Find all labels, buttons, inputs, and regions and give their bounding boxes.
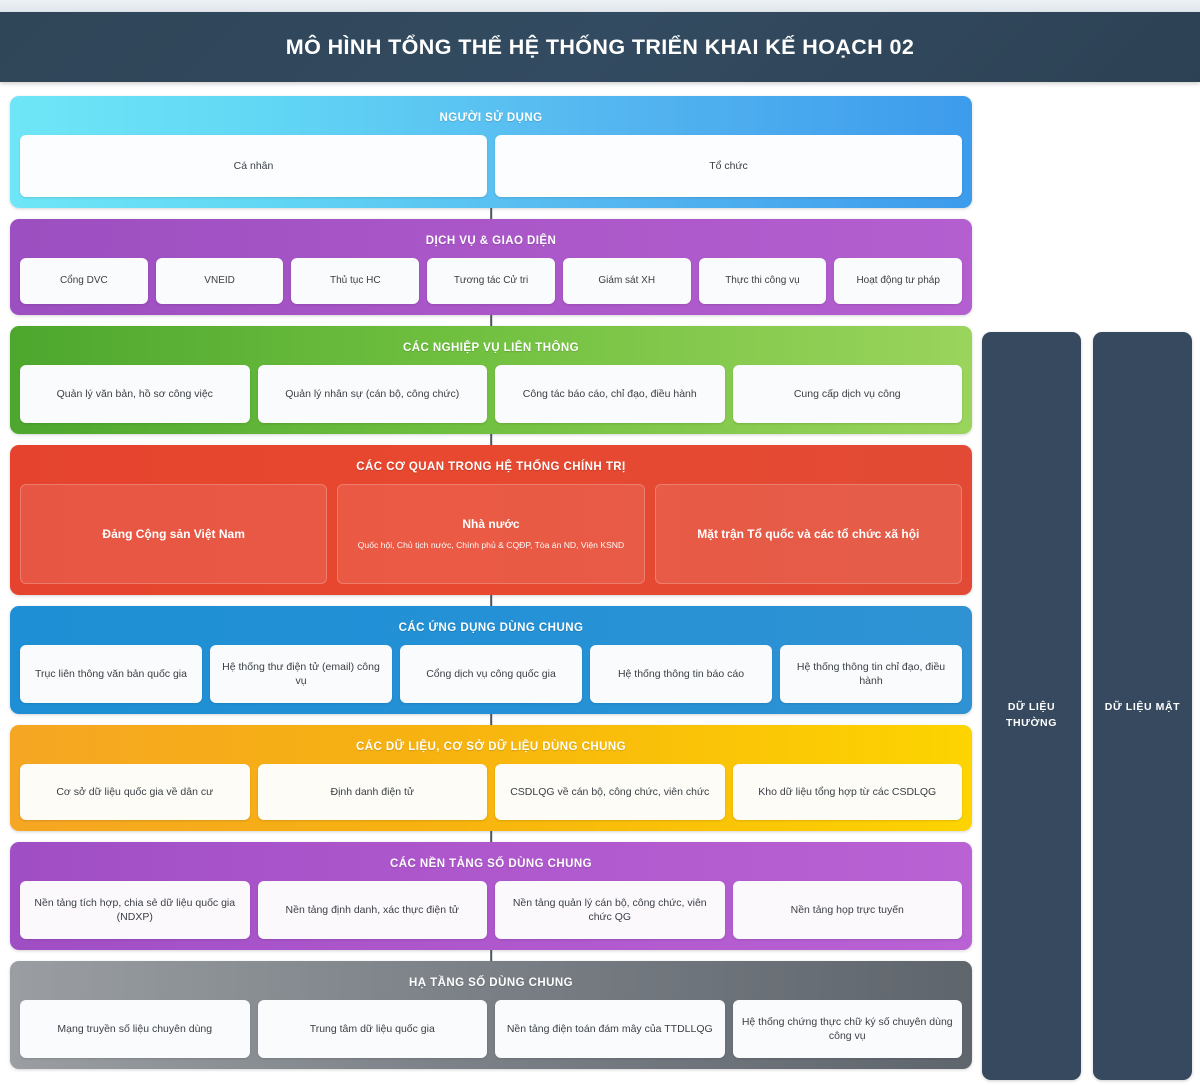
card-app-reporting-system[interactable]: Hệ thống thông tin báo cáo — [590, 645, 772, 703]
card-app-email-system[interactable]: Hệ thống thư điện tử (email) công vụ — [210, 645, 392, 703]
card-infra-cloud-platform[interactable]: Nền tảng điện toán đám mây của TTDLLQG — [495, 1000, 725, 1058]
layer-infra: HẠ TẦNG SỐ DÙNG CHUNG Mạng truyền số liệ… — [10, 961, 972, 1069]
connector-data-platform — [490, 831, 492, 842]
card-business-hr-management[interactable]: Quản lý nhân sự (cán bộ, công chức) — [257, 365, 487, 423]
card-political-state[interactable]: Nhà nước Quốc hội, Chủ tịch nước, Chính … — [337, 484, 645, 584]
connector-apps-data — [490, 714, 492, 725]
card-app-document-axis[interactable]: Trục liên thông văn bản quốc gia — [20, 645, 202, 703]
card-platform-online-meeting[interactable]: Nền tảng họp trực tuyến — [732, 881, 962, 939]
layer-business: CÁC NGHIỆP VỤ LIÊN THÔNG Quản lý văn bản… — [10, 326, 972, 445]
architecture-stack: NGƯỜI SỬ DỤNG Cá nhân Tổ chức DỊCH VỤ & … — [10, 96, 972, 1080]
layer-users: NGƯỜI SỬ DỤNG Cá nhân Tổ chức — [10, 96, 972, 219]
card-platform-ndxp[interactable]: Nền tảng tích hợp, chia sẻ dữ liệu quốc … — [20, 881, 250, 939]
card-political-state-label: Nhà nước — [462, 517, 520, 532]
layer-cards-platform: Nền tảng tích hợp, chia sẻ dữ liệu quốc … — [20, 881, 962, 939]
layer-cards-political: Đảng Cộng sản Việt Nam Nhà nước Quốc hội… — [20, 484, 962, 584]
sidebar-secret-data-label: DỮ LIỆU MẬT — [1104, 701, 1181, 713]
layer-title-business: CÁC NGHIỆP VỤ LIÊN THÔNG — [402, 342, 580, 354]
card-infra-dedicated-network[interactable]: Mạng truyền số liệu chuyên dùng — [20, 1000, 250, 1058]
card-user-organization[interactable]: Tổ chức — [495, 135, 962, 197]
card-infra-digital-signature[interactable]: Hệ thống chứng thực chữ ký số chuyên dùn… — [732, 1000, 962, 1058]
layer-apps: CÁC ỨNG DỤNG DÙNG CHUNG Trục liên thông … — [10, 606, 972, 725]
card-data-electronic-identity[interactable]: Định danh điện tử — [257, 764, 487, 820]
card-user-individual[interactable]: Cá nhân — [20, 135, 487, 197]
card-app-national-service-portal[interactable]: Cổng dịch vụ công quốc gia — [400, 645, 582, 703]
connector-business-political — [490, 434, 492, 445]
card-service-dvc-portal[interactable]: Cổng DVC — [20, 258, 148, 304]
card-political-fatherland-front[interactable]: Mặt trận Tổ quốc và các tổ chức xã hội — [654, 484, 962, 584]
card-app-direction-system[interactable]: Hệ thống thông tin chỉ đạo, điều hành — [780, 645, 962, 703]
card-political-state-sublabel: Quốc hội, Chủ tịch nước, Chính phủ & CQĐ… — [357, 540, 625, 551]
card-political-fatherland-front-label: Mặt trận Tổ quốc và các tổ chức xã hội — [697, 526, 920, 541]
card-political-party-label: Đảng Cộng sản Việt Nam — [102, 526, 245, 541]
card-service-voter-interaction[interactable]: Tương tác Cử tri — [427, 258, 555, 304]
layer-title-political: CÁC CƠ QUAN TRONG HỆ THỐNG CHÍNH TRỊ — [356, 461, 626, 473]
sidebar-normal-data-label: DỮ LIỆU THƯỜNG — [1005, 701, 1057, 729]
layer-cards-users: Cá nhân Tổ chức — [20, 135, 962, 197]
card-service-social-supervision[interactable]: Giám sát XH — [562, 258, 691, 304]
card-data-population-database[interactable]: Cơ sở dữ liệu quốc gia về dân cư — [20, 764, 250, 820]
layer-cards-business: Quản lý văn bản, hồ sơ công việc Quản lý… — [20, 365, 962, 423]
card-business-public-service-provision[interactable]: Cung cấp dịch vụ công — [732, 365, 962, 423]
layer-cards-infra: Mạng truyền số liệu chuyên dùng Trung tâ… — [20, 1000, 962, 1058]
connector-platform-infra — [490, 950, 492, 961]
layer-cards-services: Cổng DVC VNEID Thủ tục HC Tương tác Cử t… — [20, 258, 963, 304]
card-infra-national-data-center[interactable]: Trung tâm dữ liệu quốc gia — [257, 1000, 487, 1058]
card-platform-civil-servant-management[interactable]: Nền tảng quản lý cán bộ, công chức, viên… — [495, 881, 725, 939]
card-platform-identity-auth[interactable]: Nền tảng định danh, xác thực điện tử — [257, 881, 487, 939]
card-business-document-management[interactable]: Quản lý văn bản, hồ sơ công việc — [20, 365, 250, 423]
layer-data: CÁC DỮ LIỆU, CƠ SỞ DỮ LIỆU DÙNG CHUNG Cơ… — [10, 725, 972, 842]
data-classification-sidebars: DỮ LIỆU THƯỜNG DỮ LIỆU MẬT — [982, 332, 1192, 1080]
sidebar-normal-data[interactable]: DỮ LIỆU THƯỜNG — [982, 332, 1081, 1080]
layer-title-infra: HẠ TẦNG SỐ DÙNG CHUNG — [408, 977, 574, 989]
connector-users-services — [490, 208, 492, 219]
layer-cards-data: Cơ sở dữ liệu quốc gia về dân cư Định da… — [20, 764, 962, 820]
card-service-public-duty[interactable]: Thực thi công vụ — [698, 258, 827, 304]
layer-title-services: DỊCH VỤ & GIAO DIỆN — [425, 235, 557, 247]
layer-title-data: CÁC DỮ LIỆU, CƠ SỞ DỮ LIỆU DÙNG CHUNG — [355, 741, 627, 753]
card-service-vneid[interactable]: VNEID — [155, 258, 284, 304]
card-service-judicial-activity[interactable]: Hoạt động tư pháp — [834, 258, 963, 304]
card-data-civil-servant-database[interactable]: CSDLQG về cán bộ, công chức, viên chức — [495, 764, 725, 820]
card-business-reporting-direction[interactable]: Công tác báo cáo, chỉ đạo, điều hành — [495, 365, 725, 423]
card-political-party[interactable]: Đảng Cộng sản Việt Nam — [20, 484, 328, 584]
layer-political: CÁC CƠ QUAN TRONG HỆ THỐNG CHÍNH TRỊ Đản… — [10, 445, 972, 606]
layer-platform: CÁC NỀN TẢNG SỐ DÙNG CHUNG Nền tảng tích… — [10, 842, 972, 961]
page-title: MÔ HÌNH TỔNG THỂ HỆ THỐNG TRIỂN KHAI KẾ … — [285, 34, 915, 59]
card-service-admin-procedures[interactable]: Thủ tục HC — [291, 258, 420, 304]
sidebar-secret-data[interactable]: DỮ LIỆU MẬT — [1093, 332, 1192, 1080]
layer-services: DỊCH VỤ & GIAO DIỆN Cổng DVC VNEID Thủ t… — [10, 219, 972, 326]
header-bar: MÔ HÌNH TỔNG THỂ HỆ THỐNG TRIỂN KHAI KẾ … — [0, 12, 1200, 82]
connector-services-business — [490, 315, 492, 326]
connector-political-apps — [490, 595, 492, 606]
layer-cards-apps: Trục liên thông văn bản quốc gia Hệ thốn… — [20, 645, 962, 703]
layer-title-users: NGƯỜI SỬ DỤNG — [439, 112, 543, 124]
layer-title-apps: CÁC ỨNG DỤNG DÙNG CHUNG — [398, 622, 584, 634]
window-top-strip — [0, 0, 1200, 12]
layer-title-platform: CÁC NỀN TẢNG SỐ DÙNG CHUNG — [389, 858, 593, 870]
card-data-aggregated-warehouse[interactable]: Kho dữ liệu tổng hợp từ các CSDLQG — [732, 764, 962, 820]
